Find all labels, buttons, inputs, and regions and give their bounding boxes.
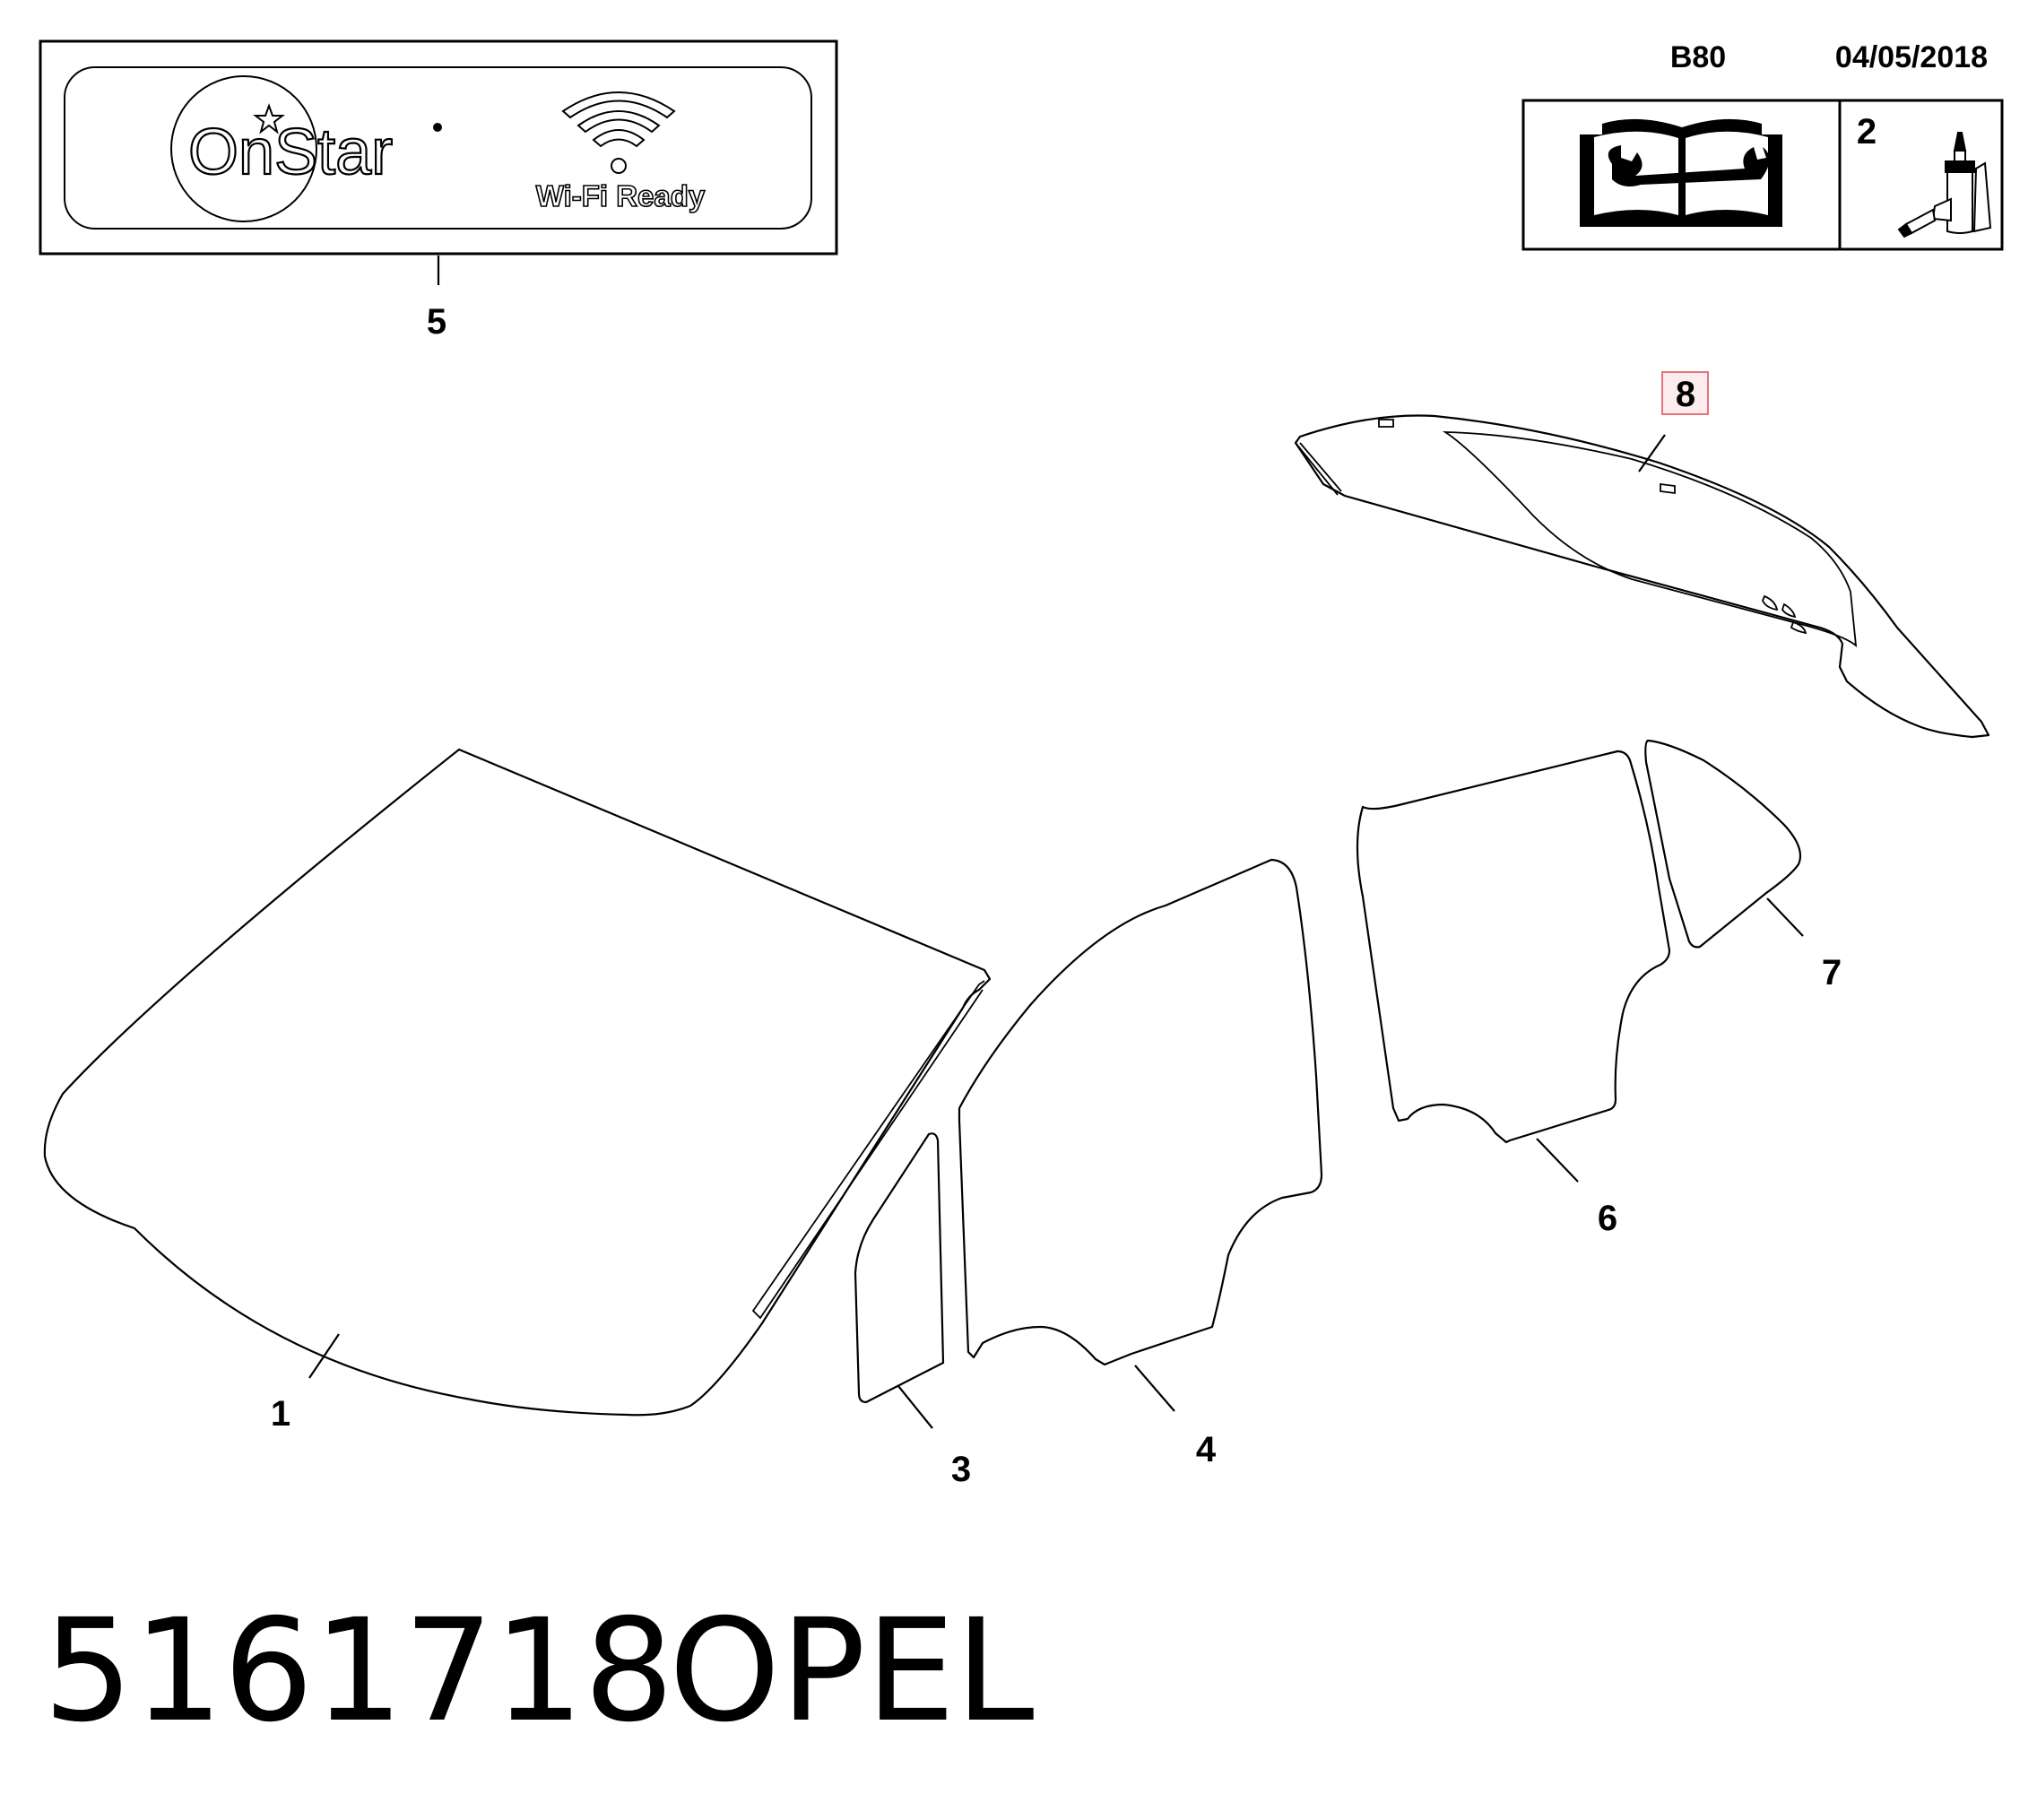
wifi-ready-text: Wi-Fi Ready	[536, 179, 706, 212]
diagram-date: 04/05/2018	[1835, 40, 1988, 74]
callout-8-highlight	[1661, 371, 1709, 415]
onstar-logo: OnStar	[170, 75, 442, 222]
info-box: 2	[1521, 99, 2004, 251]
onstar-decal[interactable]: OnStar Wi-Fi Ready	[39, 39, 838, 256]
onstar-brand-text: OnStar	[188, 117, 393, 188]
windshield-glass[interactable]	[43, 748, 992, 1417]
front-quarter-glass[interactable]	[854, 1132, 945, 1404]
repair-manual-wrench-icon	[1580, 118, 1782, 227]
callout-5: 5	[427, 302, 446, 342]
rear-quarter-glass[interactable]	[1644, 739, 1802, 949]
part-number: 5161718	[43, 1589, 674, 1754]
brand-name: OPEL	[669, 1589, 1035, 1754]
diagram-code: B80	[1670, 40, 1726, 74]
callout-7: 7	[1822, 953, 1842, 992]
front-door-glass[interactable]	[958, 858, 1323, 1366]
rear-window-glass[interactable]	[1294, 414, 1990, 739]
rear-door-glass[interactable]	[1356, 750, 1671, 1144]
callout-4: 4	[1196, 1430, 1217, 1469]
adhesive-tube-icon	[1897, 132, 1992, 238]
callout-1: 1	[271, 1394, 290, 1434]
wifi-icon	[561, 91, 676, 174]
adhesive-ref-number: 2	[1857, 112, 1877, 152]
callout-8: 8	[1676, 375, 1695, 414]
callout-3: 3	[951, 1450, 971, 1489]
star-icon	[253, 103, 285, 134]
callout-6: 6	[1598, 1199, 1617, 1238]
